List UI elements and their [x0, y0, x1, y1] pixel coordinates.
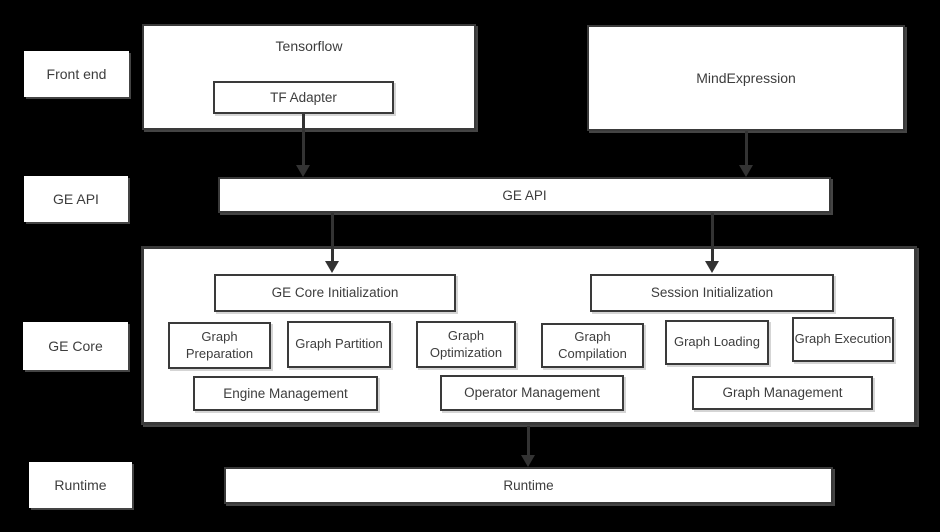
mindexpression-box: MindExpression: [587, 25, 905, 131]
tensorflow-title: Tensorflow: [275, 38, 343, 54]
graph-preparation-label: Graph Preparation: [185, 328, 254, 361]
arrow-line: [301, 114, 305, 165]
graph-compilation-label: Graph Compilation: [558, 328, 627, 361]
graph-optimization-box: Graph Optimization: [416, 321, 516, 368]
session-initialization-box: Session Initialization: [590, 274, 834, 312]
side-label-front-end-text: Front end: [46, 66, 107, 82]
arrow-geapi-to-gecore-initialization: [325, 213, 339, 273]
ge-api-bar: GE API: [218, 177, 831, 213]
operator-management-label: Operator Management: [464, 385, 600, 401]
engine-management-label: Engine Management: [223, 385, 348, 401]
arrow-line: [744, 131, 748, 165]
tf-adapter-box: TF Adapter: [213, 81, 394, 114]
runtime-bar-label: Runtime: [503, 478, 554, 493]
ge-core-initialization-box: GE Core Initialization: [214, 274, 456, 312]
graph-loading-label: Graph Loading: [673, 334, 760, 350]
graph-management-label: Graph Management: [722, 385, 843, 401]
arrow-tfadapter-to-geapi: [296, 114, 310, 177]
runtime-bar: Runtime: [224, 467, 833, 504]
arrow-gecore-to-runtime: [521, 426, 535, 467]
ge-api-bar-label: GE API: [502, 187, 547, 203]
arrow-head-icon: [521, 455, 535, 467]
graph-execution-box: Graph Execution: [792, 317, 894, 362]
graph-management-box: Graph Management: [692, 376, 873, 410]
graph-optimization-label: Graph Optimization: [429, 327, 503, 360]
graph-partition-label: Graph Partition: [295, 336, 383, 352]
ge-core-box: GE Core Initialization Session Initializ…: [141, 246, 917, 425]
tf-adapter-label: TF Adapter: [270, 89, 337, 105]
arrow-line: [526, 426, 530, 455]
ge-core-initialization-label: GE Core Initialization: [271, 285, 399, 301]
arrow-geapi-to-session-initialization: [705, 213, 719, 273]
tensorflow-box: Tensorflow TF Adapter: [142, 24, 476, 130]
graph-execution-label: Graph Execution: [794, 331, 892, 347]
arrow-mindexpression-to-geapi: [739, 131, 753, 177]
side-label-front-end: Front end: [24, 51, 129, 97]
side-label-ge-core: GE Core: [23, 322, 128, 370]
side-label-ge-api: GE API: [24, 176, 128, 222]
graph-preparation-box: Graph Preparation: [168, 322, 271, 369]
arrow-head-icon: [705, 261, 719, 273]
engine-management-box: Engine Management: [193, 376, 378, 411]
graph-compilation-box: Graph Compilation: [541, 323, 644, 368]
arrow-line: [330, 213, 334, 261]
arrow-line: [710, 213, 714, 261]
arrow-head-icon: [739, 165, 753, 177]
side-label-ge-core-text: GE Core: [48, 338, 103, 354]
operator-management-box: Operator Management: [440, 375, 624, 411]
side-label-runtime: Runtime: [29, 462, 132, 508]
arrow-head-icon: [296, 165, 310, 177]
arrow-head-icon: [325, 261, 339, 273]
session-initialization-label: Session Initialization: [650, 285, 774, 301]
side-label-runtime-text: Runtime: [54, 477, 107, 493]
mindexpression-label: MindExpression: [696, 70, 796, 86]
graph-partition-box: Graph Partition: [287, 321, 391, 368]
side-label-ge-api-text: GE API: [53, 191, 99, 207]
graph-loading-box: Graph Loading: [665, 320, 769, 365]
